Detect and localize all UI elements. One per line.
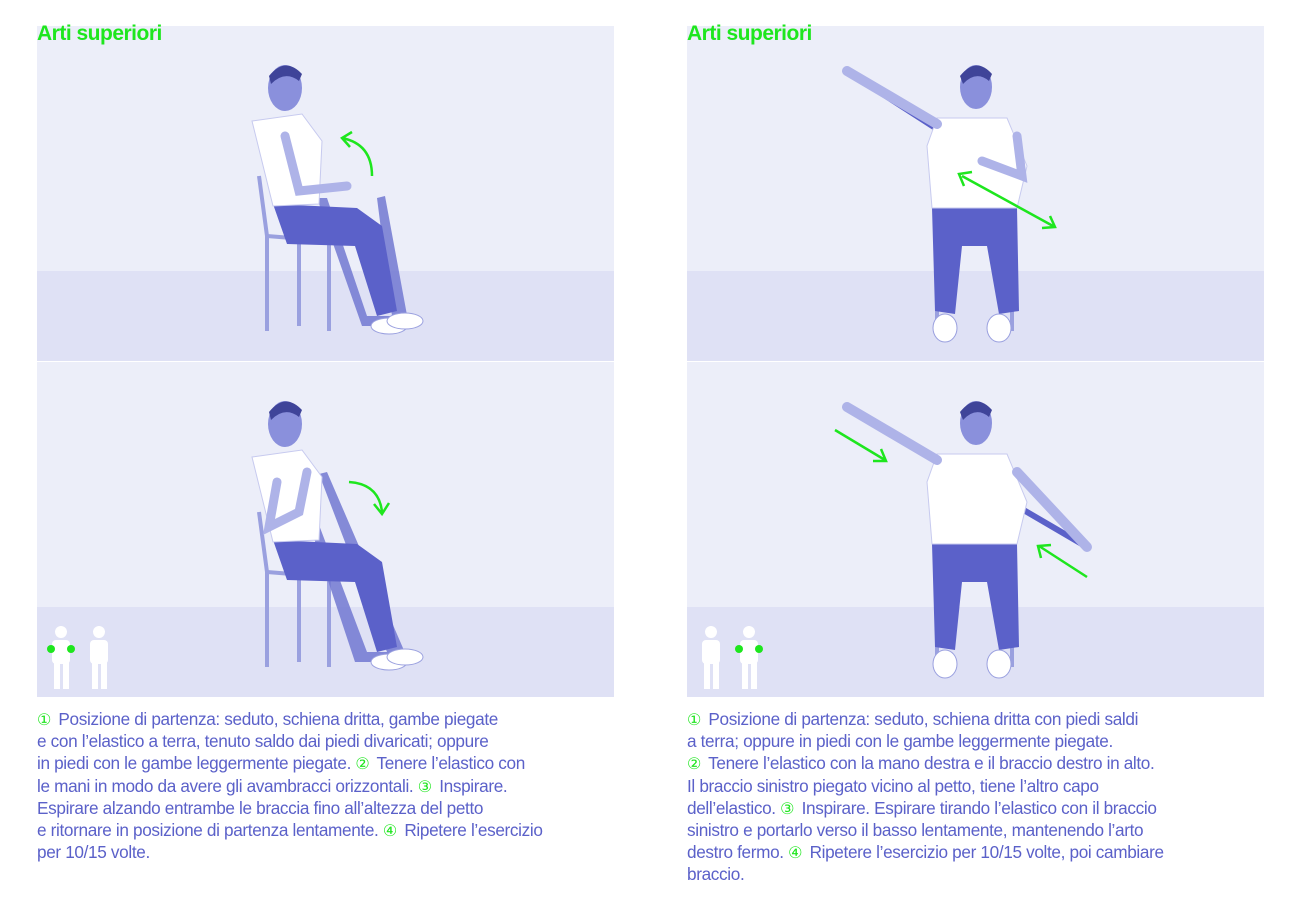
desc-line-7: per 10/15 volte. bbox=[37, 842, 150, 863]
desc-line-2: a terra; oppure in piedi con le gambe le… bbox=[687, 731, 1113, 752]
desc-line-6: e ritornare in posizione di partenza len… bbox=[37, 820, 543, 841]
body-outline-front-back-icon bbox=[47, 626, 108, 689]
left-photo-start-position bbox=[37, 26, 614, 361]
desc-line-6: sinistro e portarlo verso il basso lenta… bbox=[687, 820, 1144, 841]
step-3-marker: ③ bbox=[780, 800, 795, 818]
step-3-marker: ③ bbox=[417, 778, 432, 796]
curved-down-arrow-icon bbox=[348, 480, 391, 517]
left-description: ① Posizione di partenza: seduto, schiena… bbox=[37, 708, 617, 863]
desc-line-5: Espirare alzando entrambe le braccia fin… bbox=[37, 797, 484, 818]
elastic-band bbox=[317, 196, 409, 326]
desc-line-2: e con l’elastico a terra, tenuto saldo d… bbox=[37, 731, 489, 752]
desc-line-1: ① Posizione di partenza: seduto, schiena… bbox=[687, 709, 1139, 729]
step-4-marker: ④ bbox=[788, 845, 803, 863]
desc-line-4: Il braccio sinistro piegato vicino al pe… bbox=[687, 775, 1099, 796]
step-2-marker: ② bbox=[687, 756, 701, 774]
right-section-title: Arti superiori bbox=[687, 22, 812, 45]
desc-line-3: ② Tenere l’elastico con la mano destra e… bbox=[687, 753, 1155, 774]
right-photo-stack bbox=[687, 26, 1264, 697]
step-2-marker: ② bbox=[355, 756, 370, 774]
desc-line-7: destro fermo. ④ Ripetere l’esercizio per… bbox=[687, 842, 1164, 863]
step-1-marker: ① bbox=[37, 712, 51, 729]
double-arrow-diagonal-icon bbox=[957, 170, 1057, 230]
curved-up-arrow-icon bbox=[340, 130, 374, 177]
desc-line-1: ① Posizione di partenza: seduto, schiena… bbox=[37, 709, 498, 729]
step-4-marker: ④ bbox=[382, 823, 397, 841]
right-photo-arm-pulled-down bbox=[687, 362, 1264, 697]
right-description: ① Posizione di partenza: seduto, schiena… bbox=[687, 708, 1267, 886]
body-outline-front-back-icon bbox=[702, 626, 763, 689]
left-photo-stack bbox=[37, 26, 614, 697]
desc-line-3: in piedi con le gambe leggermente piegat… bbox=[37, 753, 525, 774]
left-photo-arms-raised bbox=[37, 362, 614, 697]
step-1-marker: ① bbox=[687, 712, 701, 729]
desc-line-8: braccio. bbox=[687, 864, 745, 885]
desc-line-4: le mani in modo da avere gli avambracci … bbox=[37, 775, 508, 796]
left-section-title: Arti superiori bbox=[37, 22, 162, 45]
desc-line-5: dell’elastico. ③ Inspirare. Espirare tir… bbox=[687, 797, 1157, 818]
straight-arrow-icon bbox=[834, 428, 1088, 579]
right-photo-start-position bbox=[687, 26, 1264, 361]
